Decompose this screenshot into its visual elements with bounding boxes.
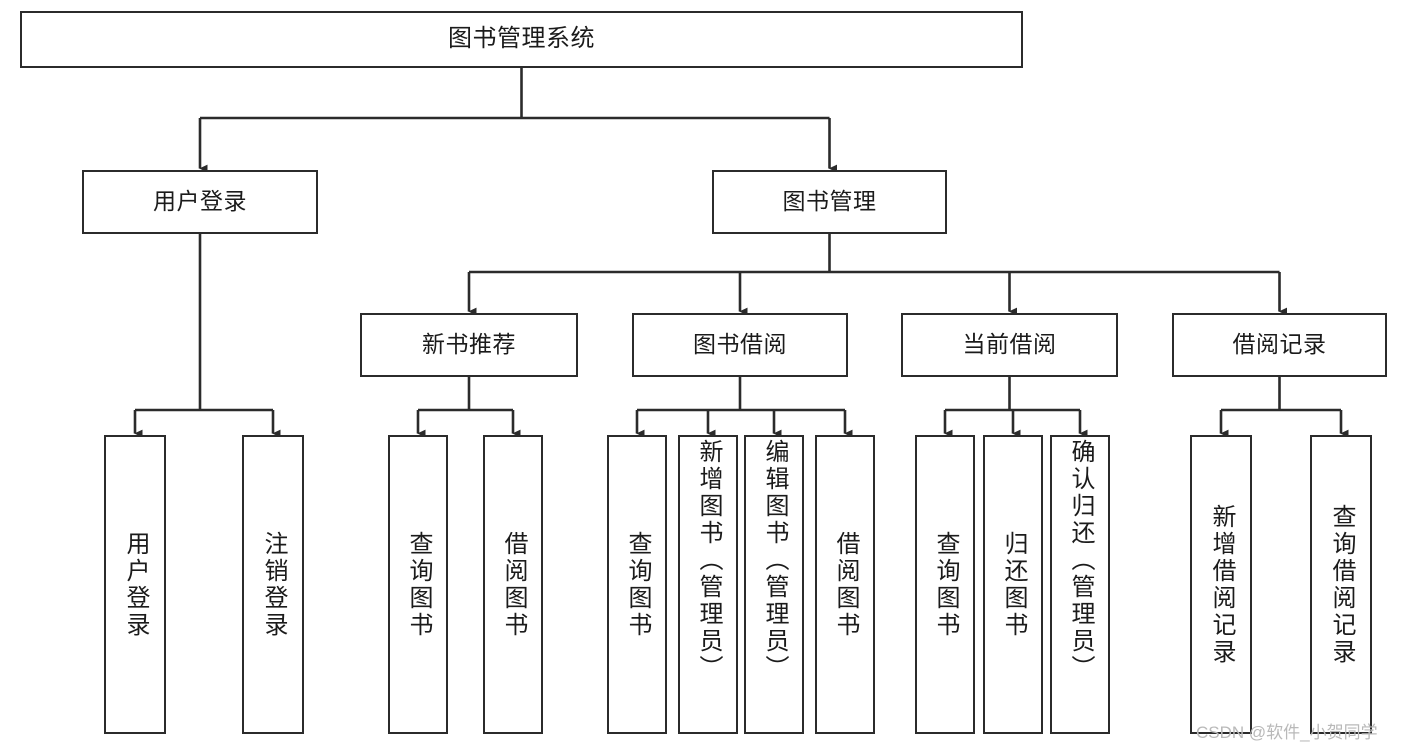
- node-label-leaf-return-book: 归还图书: [1000, 530, 1027, 639]
- node-label-leaf-borrow-book-2: 借阅图书: [832, 530, 859, 639]
- node-label-book-manage: 图书管理: [782, 188, 877, 215]
- node-leaf-return-book[interactable]: 归还图书: [983, 435, 1043, 734]
- node-label-leaf-query-record: 查询借阅记录: [1328, 503, 1355, 666]
- node-leaf-confirm-return[interactable]: 确认归还（管理员）: [1050, 435, 1110, 734]
- node-leaf-user-login[interactable]: 用户登录: [104, 435, 166, 734]
- node-leaf-edit-book[interactable]: 编辑图书（管理员）: [744, 435, 804, 734]
- node-label-root: 图书管理系统: [448, 25, 595, 53]
- node-user-login[interactable]: 用户登录: [82, 170, 318, 234]
- node-label-leaf-confirm-return: 确认归还（管理员）: [1067, 439, 1094, 682]
- connector-group: [133, 68, 1349, 438]
- node-leaf-query-record[interactable]: 查询借阅记录: [1310, 435, 1372, 734]
- node-book-manage[interactable]: 图书管理: [712, 170, 947, 234]
- node-leaf-add-book[interactable]: 新增图书（管理员）: [678, 435, 738, 734]
- node-label-leaf-query-book-2: 查询图书: [624, 530, 651, 639]
- node-label-user-login: 用户登录: [153, 188, 247, 215]
- node-leaf-borrow-book-2[interactable]: 借阅图书: [815, 435, 875, 734]
- node-label-leaf-add-record: 新增借阅记录: [1208, 503, 1235, 666]
- node-leaf-query-book-2[interactable]: 查询图书: [607, 435, 667, 734]
- node-new-book-recommend[interactable]: 新书推荐: [360, 313, 578, 377]
- node-borrow-record[interactable]: 借阅记录: [1172, 313, 1387, 377]
- node-book-borrow[interactable]: 图书借阅: [632, 313, 848, 377]
- node-label-book-borrow: 图书借阅: [693, 331, 787, 358]
- node-leaf-add-record[interactable]: 新增借阅记录: [1190, 435, 1252, 734]
- node-label-current-borrow: 当前借阅: [962, 331, 1057, 358]
- node-label-leaf-borrow-book-1: 借阅图书: [500, 530, 527, 639]
- node-leaf-query-book-3[interactable]: 查询图书: [915, 435, 975, 734]
- node-label-leaf-logout: 注销登录: [260, 530, 287, 639]
- node-label-leaf-edit-book: 编辑图书（管理员）: [761, 439, 788, 682]
- node-label-leaf-query-book-1: 查询图书: [405, 530, 432, 639]
- node-leaf-borrow-book-1[interactable]: 借阅图书: [483, 435, 543, 734]
- node-leaf-query-book-1[interactable]: 查询图书: [388, 435, 448, 734]
- node-leaf-logout[interactable]: 注销登录: [242, 435, 304, 734]
- node-label-new-book-recommend: 新书推荐: [422, 331, 516, 358]
- node-current-borrow[interactable]: 当前借阅: [901, 313, 1118, 377]
- node-label-borrow-record: 借阅记录: [1232, 331, 1327, 358]
- node-label-leaf-query-book-3: 查询图书: [932, 530, 959, 639]
- node-label-leaf-add-book: 新增图书（管理员）: [695, 439, 722, 682]
- node-root[interactable]: 图书管理系统: [20, 11, 1023, 68]
- node-label-leaf-user-login: 用户登录: [122, 530, 149, 639]
